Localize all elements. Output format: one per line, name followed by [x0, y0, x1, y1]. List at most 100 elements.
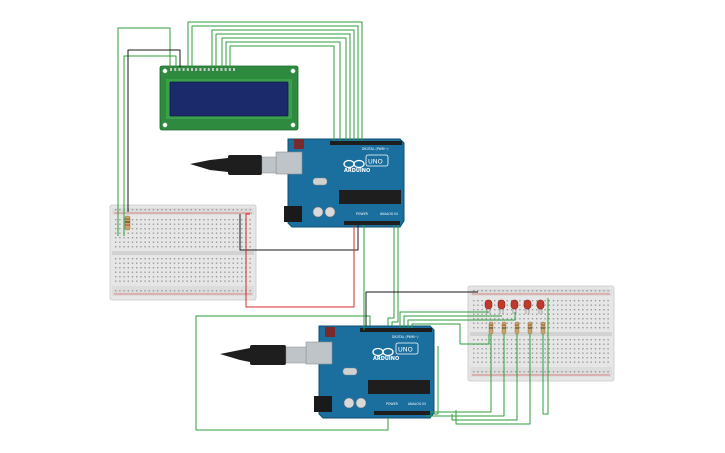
- breadboard-hole: [531, 322, 534, 324]
- resistor-3[interactable]: [514, 321, 520, 335]
- usb-cable-top[interactable]: [190, 155, 277, 175]
- breadboard-hole: [236, 290, 239, 292]
- breadboard-hole: [531, 352, 534, 354]
- breadboard-hole: [127, 246, 129, 248]
- breadboard-left[interactable]: [109, 204, 257, 301]
- breadboard-hole: [506, 309, 508, 311]
- breadboard-hole: [228, 276, 230, 278]
- breadboard-hole: [582, 339, 584, 341]
- breadboard-hole: [224, 241, 226, 243]
- arduino-uno-top[interactable]: ARDUINO UNO DIGITAL (PWM~) POWER ANALOG …: [275, 138, 405, 228]
- breadboard-hole: [140, 262, 142, 264]
- power-jack-icon: [284, 206, 302, 222]
- breadboard-hole: [481, 313, 483, 315]
- breadboard-hole: [523, 300, 525, 302]
- breadboard-hole: [519, 304, 521, 306]
- breadboard-hole: [578, 371, 580, 373]
- breadboard-hole: [523, 339, 525, 341]
- breadboard-hole: [241, 271, 243, 273]
- breadboard-hole: [165, 237, 167, 239]
- breadboard-hole: [152, 290, 155, 292]
- usb-cable-bottom[interactable]: [220, 345, 307, 365]
- breadboard-hole: [481, 300, 483, 302]
- breadboard-hole: [557, 371, 559, 373]
- breadboard-hole: [199, 246, 201, 248]
- breadboard-hole: [152, 276, 155, 278]
- breadboard-hole: [140, 237, 142, 239]
- breadboard-hole: [173, 241, 176, 243]
- breadboard-hole: [590, 309, 592, 311]
- breadboard-hole: [607, 309, 609, 311]
- breadboard-hole: [211, 290, 213, 292]
- breadboard-hole: [115, 232, 117, 234]
- breadboard-hole: [127, 267, 129, 269]
- breadboard-hole: [228, 223, 230, 225]
- breadboard-hole: [224, 258, 226, 260]
- breadboard-hole: [582, 322, 584, 324]
- led-1[interactable]: [484, 299, 493, 314]
- breadboard-hole: [220, 276, 222, 278]
- breadboard-hole: [232, 237, 234, 239]
- breadboard-hole: [148, 237, 150, 239]
- breadboard-hole: [569, 361, 571, 363]
- breadboard-hole: [519, 357, 521, 359]
- breadboard-hole: [603, 318, 605, 320]
- breadboard-hole: [211, 219, 213, 221]
- breadboard-hole: [228, 280, 230, 282]
- breadboard-hole: [544, 318, 546, 320]
- breadboard-hole: [515, 313, 517, 315]
- breadboard-hole: [161, 241, 163, 243]
- resistor-1[interactable]: [488, 321, 494, 335]
- breadboard-hole: [548, 348, 550, 350]
- led-4[interactable]: [523, 299, 532, 314]
- led-5[interactable]: [536, 299, 545, 314]
- breadboard-hole: [536, 343, 538, 345]
- breadboard-hole: [506, 357, 508, 359]
- resistor-2[interactable]: [501, 321, 507, 335]
- led-2[interactable]: [497, 299, 506, 314]
- breadboard-hole: [607, 300, 609, 302]
- breadboard-hole: [228, 246, 230, 248]
- breadboard-hole: [123, 290, 125, 292]
- breadboard-hole: [173, 219, 176, 221]
- breadboard-hole: [557, 348, 559, 350]
- breadboard-hole: [161, 228, 163, 230]
- resistor-left[interactable]: [124, 215, 131, 231]
- breadboard-hole: [249, 290, 251, 292]
- resistor-4[interactable]: [527, 321, 533, 335]
- breadboard-hole: [607, 339, 609, 341]
- breadboard-hole: [519, 343, 521, 345]
- breadboard-hole: [603, 322, 605, 324]
- led-3[interactable]: [510, 299, 519, 314]
- arduino-uno-bottom[interactable]: ARDUINO UNO DIGITAL (PWM~) POWER ANALOG …: [305, 325, 435, 419]
- breadboard-hole: [578, 361, 580, 363]
- breadboard-hole: [523, 343, 525, 345]
- breadboard-hole: [506, 348, 508, 350]
- reset-button-icon[interactable]: [325, 327, 335, 337]
- breadboard-hole: [473, 371, 475, 373]
- breadboard-hole: [485, 313, 487, 315]
- breadboard-hole: [594, 300, 597, 302]
- breadboard-hole: [228, 267, 230, 269]
- breadboard-hole: [582, 352, 584, 354]
- breadboard-hole: [473, 300, 475, 302]
- breadboard-hole: [161, 219, 163, 221]
- breadboard-hole: [224, 267, 226, 269]
- breadboard-hole: [477, 352, 479, 354]
- breadboard-hole: [182, 276, 184, 278]
- breadboard-hole: [232, 280, 234, 282]
- breadboard-hole: [586, 318, 588, 320]
- breadboard-hole: [215, 271, 218, 273]
- lcd-pin: [191, 68, 193, 71]
- breadboard-hole: [594, 290, 597, 292]
- breadboard-hole: [203, 280, 205, 282]
- reset-button-icon[interactable]: [294, 139, 304, 149]
- breadboard-hole: [510, 371, 513, 373]
- breadboard-hole: [586, 343, 588, 345]
- breadboard-hole: [152, 280, 155, 282]
- breadboard-hole: [123, 280, 125, 282]
- resistor-5[interactable]: [540, 321, 546, 335]
- breadboard-hole: [152, 246, 155, 248]
- lcd-module[interactable]: [159, 65, 299, 131]
- breadboard-hole: [220, 290, 222, 292]
